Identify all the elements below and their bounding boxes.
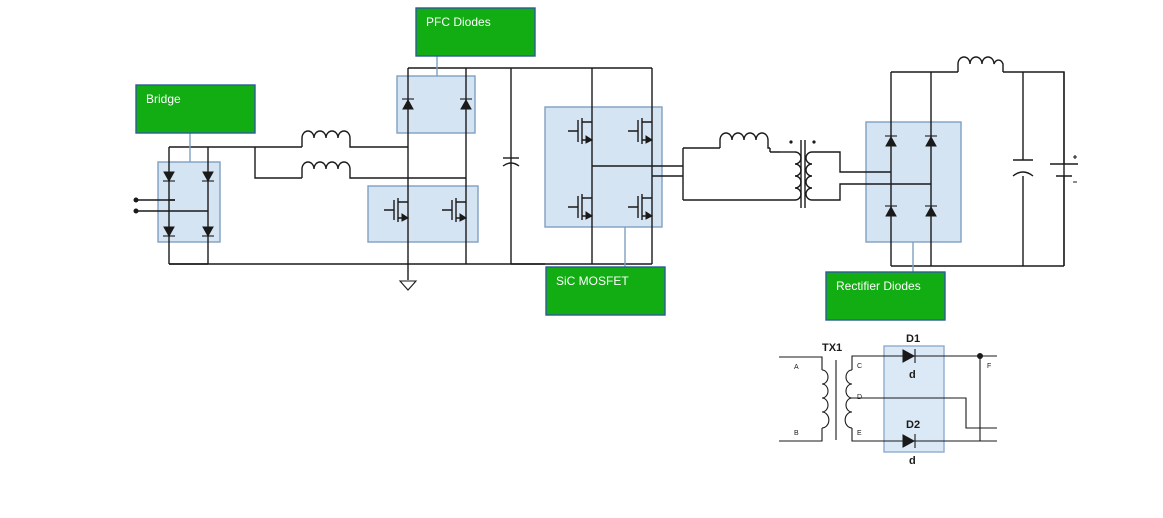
inset-transformer-label: TX1: [822, 342, 842, 354]
resonant-inductor: [719, 132, 770, 149]
inset-pin-f: F: [987, 363, 991, 370]
dc-bus: [169, 67, 652, 265]
leader-lines: [189, 56, 914, 272]
sic-mosfet-q1: [568, 118, 593, 144]
label-sic-mosfet: SiC MOSFET: [545, 266, 666, 316]
ground-symbol: [398, 280, 418, 291]
pfc-switch-module: [367, 185, 479, 243]
pfc-mosfet-left: [384, 198, 409, 222]
label-bridge: Bridge: [135, 84, 256, 134]
label-rectifier-diodes-text: Rectifier Diodes: [836, 279, 921, 293]
label-rectifier-diodes: Rectifier Diodes: [825, 271, 946, 321]
inset-diode-top-label: D1: [906, 333, 920, 345]
output-stage: [866, 56, 1078, 267]
pfc-stage: [384, 67, 511, 291]
rectifier-diode-3: [885, 205, 897, 217]
rectifier-diode-1: [885, 135, 897, 147]
inset-diode-d1: [902, 349, 916, 363]
bridge-diode-3: [163, 226, 175, 238]
pfc-mosfet-right: [442, 198, 467, 222]
sic-mosfet-module: [544, 106, 663, 228]
inset-pin-a: A: [794, 364, 799, 371]
inset-diode-module: [883, 345, 945, 453]
inset-center-tap-rectifier: TX1 D1 d D2 d A B C D E F: [779, 333, 997, 467]
resonant-tank: [682, 132, 866, 208]
inset-diode-top-sub: d: [909, 369, 916, 381]
rectifier-diodes-module: [865, 121, 962, 243]
pfc-inductor-upper: [301, 130, 408, 148]
inset-pin-c: C: [857, 363, 862, 370]
pfc-inductor-lower: [301, 161, 466, 179]
inset-diode-bottom-label: D2: [906, 419, 920, 431]
transformer-core: [800, 140, 806, 208]
battery-symbol: [1050, 163, 1078, 177]
sic-full-bridge: [568, 68, 683, 264]
inset-pin-b: B: [794, 430, 799, 437]
inset-primary-coil: [821, 369, 830, 429]
bridge-diode-1: [163, 171, 175, 183]
label-sic-mosfet-text: SiC MOSFET: [556, 274, 629, 288]
bridge-diode-2: [202, 171, 214, 183]
rectifier-diode-2: [925, 135, 937, 147]
pfc-inductors: [254, 130, 466, 179]
sic-mosfet-q2: [628, 118, 653, 144]
output-inductor: [957, 56, 1004, 72]
inset-secondary-coil: [844, 369, 853, 429]
rectifier-diode-4: [925, 205, 937, 217]
output-capacitor: [1012, 159, 1034, 177]
pfc-diode-right: [460, 98, 472, 110]
bridge-rectifier: [133, 146, 255, 265]
inset-diode-d2: [902, 434, 916, 448]
sic-mosfet-q3: [568, 194, 593, 220]
label-pfc-diodes-text: PFC Diodes: [426, 15, 491, 29]
inset-diode-bottom-sub: d: [909, 455, 916, 467]
inset-junction-dot: [977, 353, 983, 359]
sic-mosfet-q4: [628, 194, 653, 220]
label-pfc-diodes: PFC Diodes: [415, 7, 536, 57]
transformer-secondary: [805, 151, 813, 201]
bridge-diode-4: [202, 226, 214, 238]
pfc-diode-left: [402, 98, 414, 110]
inset-pin-e: E: [857, 430, 862, 437]
label-bridge-text: Bridge: [146, 92, 181, 106]
transformer-primary: [770, 151, 802, 201]
